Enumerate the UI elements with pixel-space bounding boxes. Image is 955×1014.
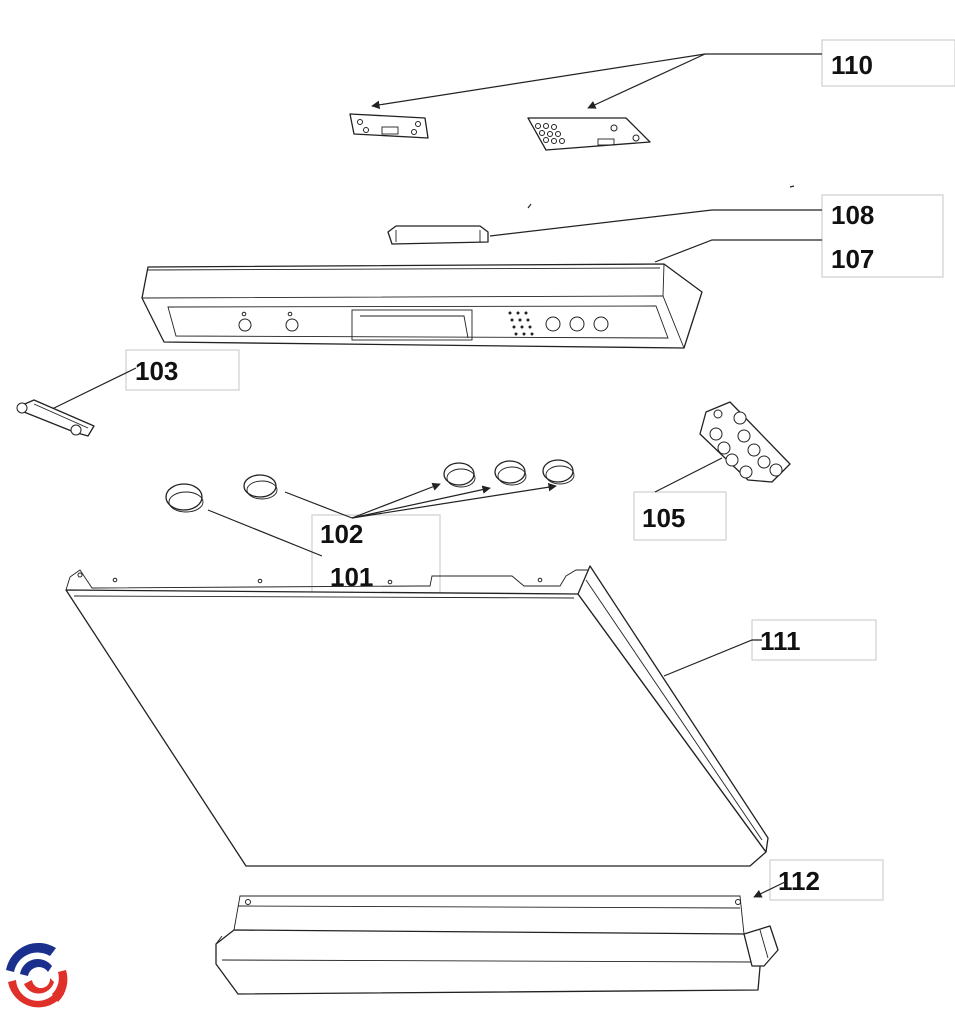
label-108-107: 108 107 <box>821 194 944 278</box>
brand-swirl-logo <box>3 941 73 1011</box>
label-111: 111 <box>751 619 877 661</box>
label-103: 103 <box>125 349 240 391</box>
svg-text:108: 108 <box>831 200 874 230</box>
svg-text:112: 112 <box>778 866 820 896</box>
svg-text:110: 110 <box>831 50 873 80</box>
leader-lines <box>49 53 822 898</box>
svg-text:111: 111 <box>760 626 801 656</box>
part-103-bracket <box>16 399 95 437</box>
svg-text:103: 103 <box>135 356 178 386</box>
part-108-connector <box>387 185 795 245</box>
part-112-bottom-trim <box>215 895 779 995</box>
board-button-array <box>535 123 565 144</box>
part-101-door-panel <box>65 565 769 867</box>
svg-text:107: 107 <box>831 244 874 274</box>
part-105-button-cluster <box>699 401 791 483</box>
svg-text:105: 105 <box>642 503 685 533</box>
part-107-control-panel <box>141 263 703 349</box>
label-102-101: 102 101 <box>311 514 441 598</box>
part-110-board-small <box>349 113 429 139</box>
part-110-board-large <box>527 117 651 151</box>
label-105: 105 <box>633 491 727 541</box>
part-102-buttons <box>165 459 575 513</box>
svg-text:101: 101 <box>330 562 373 592</box>
panel-indicator-dots <box>508 311 534 336</box>
label-112: 112 <box>769 859 884 901</box>
svg-text:102: 102 <box>320 519 363 549</box>
label-110: 110 <box>821 39 955 87</box>
